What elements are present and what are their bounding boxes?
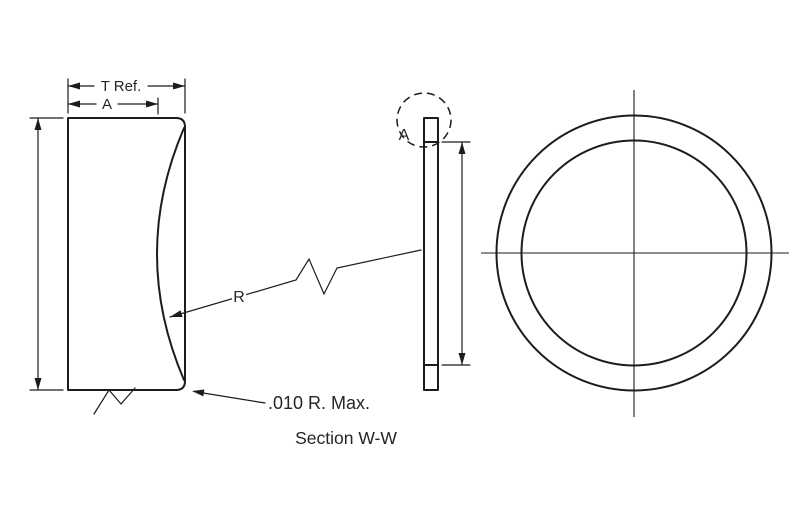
radius-callout: R (169, 249, 422, 318)
section-outline (67, 117, 186, 391)
t-ref-dimension: T Ref. (67, 76, 186, 114)
a-dimension-label: A (102, 96, 112, 113)
leader-line (169, 249, 422, 318)
arrowhead (170, 310, 183, 317)
t-ref-label: T Ref. (101, 78, 142, 95)
arrowhead (34, 118, 42, 130)
edge-outline (423, 117, 439, 391)
arrowhead (68, 100, 80, 108)
section-view (67, 117, 186, 415)
height-dimension (29, 117, 64, 391)
section-caption: Section W-W (295, 428, 397, 448)
corner-radius-note: .010 R. Max. (192, 389, 370, 413)
a-dimension: A (67, 94, 159, 116)
arrowhead (146, 100, 158, 108)
arrowhead (68, 82, 80, 90)
arrowhead (458, 353, 466, 365)
front-view (481, 90, 789, 417)
arrowhead (458, 142, 466, 154)
arrowhead (34, 378, 42, 390)
arrowhead (173, 82, 185, 90)
detail-a-label: A (399, 127, 410, 144)
arrowhead (192, 389, 205, 397)
detail-callout-circle (396, 92, 452, 148)
corner-note-label: .010 R. Max. (268, 393, 370, 413)
edge-view: A (396, 92, 471, 391)
leader-line (193, 390, 266, 404)
concave-face-curve (156, 127, 185, 381)
break-symbol (93, 387, 136, 415)
radius-label: R (233, 289, 245, 306)
